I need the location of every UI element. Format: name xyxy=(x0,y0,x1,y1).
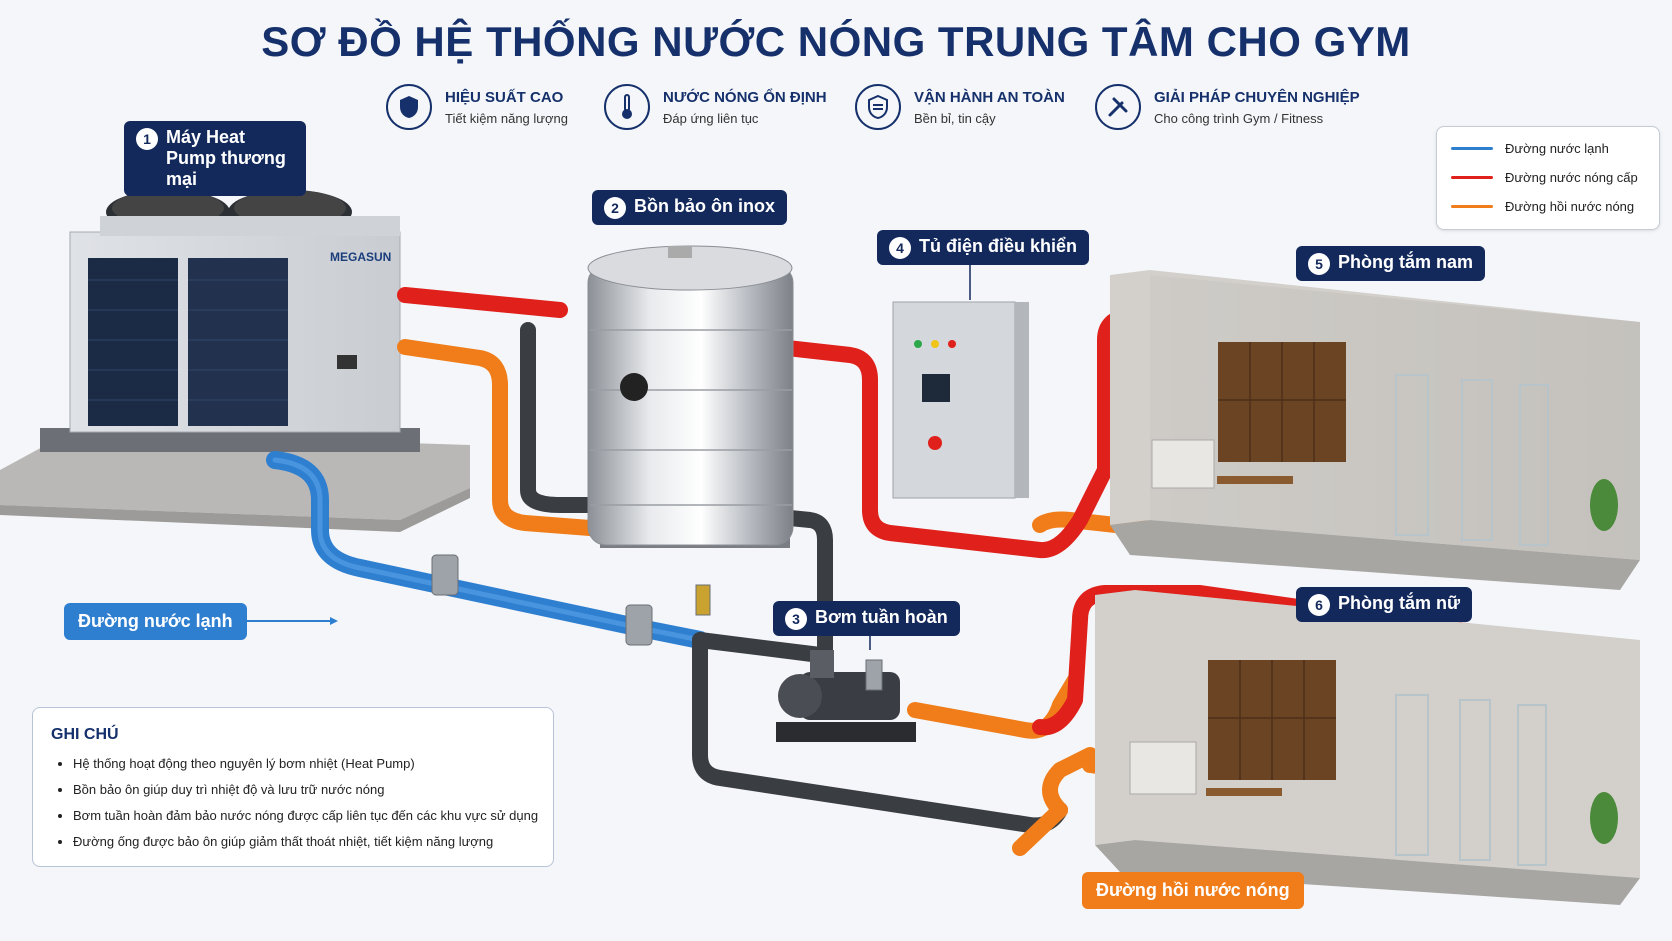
legend-swatch xyxy=(1451,204,1493,208)
storage-tank xyxy=(587,245,794,548)
tools-icon xyxy=(1095,84,1141,130)
notes-box: GHI CHÚ Hệ thống hoạt động theo nguyên l… xyxy=(32,707,554,867)
note-item: Bồn bảo ôn giúp duy trì nhiệt độ và lưu … xyxy=(73,782,553,797)
feature-title: NƯỚC NÓNG ỔN ĐỊNH xyxy=(663,88,827,106)
legend-item-return: Đường hồi nước nóng xyxy=(1451,193,1659,219)
note-item: Bơm tuần hoàn đảm bảo nước nóng được cấp… xyxy=(73,808,553,823)
male-room-label: 5 Phòng tắm nam xyxy=(1296,246,1486,281)
feature-professional-solution: GIẢI PHÁP CHUYÊN NGHIỆP Cho công trình G… xyxy=(1095,84,1360,130)
label-text: Phòng tắm nam xyxy=(1338,252,1474,272)
heat-pump-label: 1 Máy Heat Pump thương mại xyxy=(124,121,306,196)
label-text: Bồn bảo ôn inox xyxy=(634,196,775,216)
legend-item-cold: Đường nước lạnh xyxy=(1451,135,1659,161)
legend: Đường nước lạnh Đường nước nóng cấp Đườn… xyxy=(1436,126,1660,230)
label-text: Máy Heat Pump thương mại xyxy=(166,127,286,189)
feature-subtitle: Tiết kiệm năng lượng xyxy=(445,110,568,126)
step-number: 1 xyxy=(136,128,158,150)
cold-water-callout: Đường nước lạnh xyxy=(64,603,247,640)
legend-item-hot: Đường nước nóng cấp xyxy=(1451,164,1659,190)
notes-list: Hệ thống hoạt động theo nguyên lý bơm nh… xyxy=(33,756,553,849)
feature-title: GIẢI PHÁP CHUYÊN NGHIỆP xyxy=(1154,88,1360,106)
concrete-base xyxy=(0,432,470,520)
female-shower-room xyxy=(1095,590,1640,905)
shield-icon xyxy=(386,84,432,130)
step-number: 4 xyxy=(889,237,911,259)
feature-title: HIỆU SUẤT CAO xyxy=(445,88,564,106)
notes-heading: GHI CHÚ xyxy=(51,726,119,743)
step-number: 2 xyxy=(604,197,626,219)
step-number: 3 xyxy=(785,608,807,630)
legend-swatch xyxy=(1451,175,1493,179)
feature-subtitle: Bền bỉ, tin cậy xyxy=(914,110,996,126)
label-text: Tủ điện điều khiển xyxy=(919,236,1078,256)
step-number: 5 xyxy=(1308,253,1330,275)
feature-subtitle: Cho công trình Gym / Fitness xyxy=(1154,110,1324,126)
page-title: SƠ ĐỒ HỆ THỐNG NƯỚC NÓNG TRUNG TÂM CHO G… xyxy=(261,18,1411,65)
panel-label: 4 Tủ điện điều khiển xyxy=(877,230,1090,265)
feature-safe-operation: VẬN HÀNH AN TOÀN Bền bỉ, tin cậy xyxy=(855,84,1065,130)
feature-stable-hot-water: NƯỚC NÓNG ỔN ĐỊNH Đáp ứng liên tục xyxy=(604,84,827,130)
control-panel-cabinet xyxy=(892,301,1029,499)
feature-subtitle: Đáp ứng liên tục xyxy=(663,110,759,126)
legend-swatch xyxy=(1451,146,1493,150)
step-number: 6 xyxy=(1308,594,1330,616)
pump-label: 3 Bơm tuần hoàn xyxy=(773,601,960,636)
label-text: Phòng tắm nữ xyxy=(1338,593,1461,613)
thermometer-icon xyxy=(604,84,650,130)
feature-efficiency: HIỆU SUẤT CAO Tiết kiệm năng lượng xyxy=(386,84,568,130)
legend-label: Đường hồi nước nóng xyxy=(1505,198,1635,214)
return-water-callout: Đường hồi nước nóng xyxy=(1082,872,1304,909)
heat-pump-unit xyxy=(40,190,420,452)
safety-shield-icon xyxy=(855,84,901,130)
label-text: Bơm tuần hoàn xyxy=(815,607,948,627)
note-item: Hệ thống hoạt động theo nguyên lý bơm nh… xyxy=(73,756,553,771)
valves xyxy=(431,554,883,691)
legend-label: Đường nước lạnh xyxy=(1505,140,1609,156)
tank-label: 2 Bồn bảo ôn inox xyxy=(592,190,787,225)
legend-label: Đường nước nóng cấp xyxy=(1505,169,1638,185)
note-item: Đường ống được bảo ôn giúp giảm thất tho… xyxy=(73,834,553,849)
male-shower-room xyxy=(1110,270,1640,590)
feature-title: VẬN HÀNH AN TOÀN xyxy=(914,88,1065,106)
female-room-label: 6 Phòng tắm nữ xyxy=(1296,587,1473,622)
heat-pump-brand: MEGASUN xyxy=(330,250,392,264)
circulation-pump xyxy=(776,650,916,742)
cold-water-pipe xyxy=(266,451,709,649)
